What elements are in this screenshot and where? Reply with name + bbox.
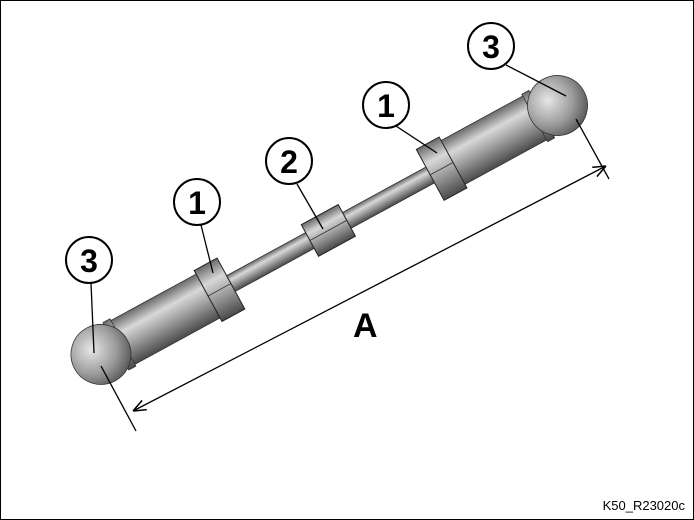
callout-1-left: 1: [173, 178, 221, 274]
callout-1-right: 1: [362, 81, 438, 154]
svg-text:1: 1: [377, 88, 395, 124]
svg-text:3: 3: [80, 243, 98, 279]
callout-2: 2: [265, 137, 324, 230]
dimension-line: [133, 166, 606, 411]
dimension-label: A: [353, 307, 378, 345]
ball-socket-right: [527, 75, 588, 136]
svg-text:3: 3: [482, 29, 500, 65]
ball-socket-left: [70, 324, 132, 385]
tie-rod: [70, 75, 588, 385]
callout-3-right: 3: [467, 22, 567, 97]
extension-line-left: [100, 365, 137, 432]
reference-code: K50_R23020c: [602, 498, 685, 513]
callout-3-left: 3: [65, 236, 113, 354]
svg-text:2: 2: [280, 144, 298, 180]
svg-text:1: 1: [188, 185, 206, 221]
extension-line-right: [575, 118, 610, 180]
